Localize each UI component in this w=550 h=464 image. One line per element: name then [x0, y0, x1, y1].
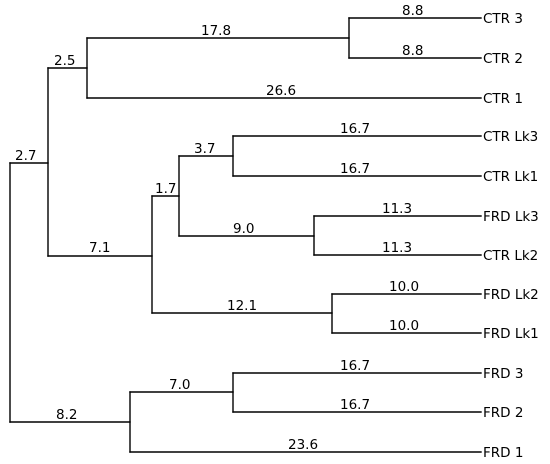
branch-length-label: 12.1	[227, 298, 257, 314]
branch-length-label: 11.3	[382, 240, 412, 256]
branch-length-label: 9.0	[233, 221, 254, 237]
branch-length-label: 16.7	[340, 161, 370, 177]
branch-length-labels: 2.7 8.2 2.5 7.1 17.8 8.8 8.8 26.6 1.7 3.…	[15, 3, 423, 453]
branch-length-label: 23.6	[288, 437, 318, 453]
branch-length-label: 26.6	[266, 83, 296, 99]
leaf-label-ctr1: CTR 1	[483, 91, 523, 107]
branch-length-label: 8.8	[402, 43, 423, 59]
branch-length-label: 17.8	[201, 23, 231, 39]
branch-length-label: 3.7	[194, 141, 215, 157]
leaf-label-frd2: FRD 2	[483, 405, 523, 421]
branch-length-label: 16.7	[340, 358, 370, 374]
leaf-label-frdlk3: FRD Lk3	[483, 209, 539, 225]
branch-length-label: 1.7	[155, 181, 176, 197]
leaf-label-frdlk2: FRD Lk2	[483, 287, 539, 303]
leaf-label-ctrlk3: CTR Lk3	[483, 129, 538, 145]
branch-length-label: 11.3	[382, 201, 412, 217]
branch-length-label: 8.2	[56, 407, 77, 423]
branch-length-label: 16.7	[340, 121, 370, 137]
branch-length-label: 10.0	[389, 318, 419, 334]
leaf-label-frd3: FRD 3	[483, 366, 523, 382]
dendrogram-branches	[9, 17, 482, 453]
branch-length-label: 7.1	[89, 240, 110, 256]
branch-length-label: 8.8	[402, 3, 423, 19]
branch-length-label: 7.0	[169, 377, 190, 393]
leaf-label-ctr3: CTR 3	[483, 11, 523, 27]
leaf-labels: CTR 3 CTR 2 CTR 1 CTR Lk3 CTR Lk1 FRD Lk…	[483, 11, 539, 461]
leaf-label-ctr2: CTR 2	[483, 51, 523, 67]
branch-length-label: 2.7	[15, 148, 36, 164]
leaf-label-ctrlk1: CTR Lk1	[483, 169, 538, 185]
branch-length-label: 16.7	[340, 397, 370, 413]
leaf-label-frdlk1: FRD Lk1	[483, 326, 539, 342]
branch-length-label: 2.5	[54, 53, 75, 69]
leaf-label-frd1: FRD 1	[483, 445, 523, 461]
branch-length-label: 10.0	[389, 279, 419, 295]
leaf-label-ctrlk2: CTR Lk2	[483, 248, 538, 264]
